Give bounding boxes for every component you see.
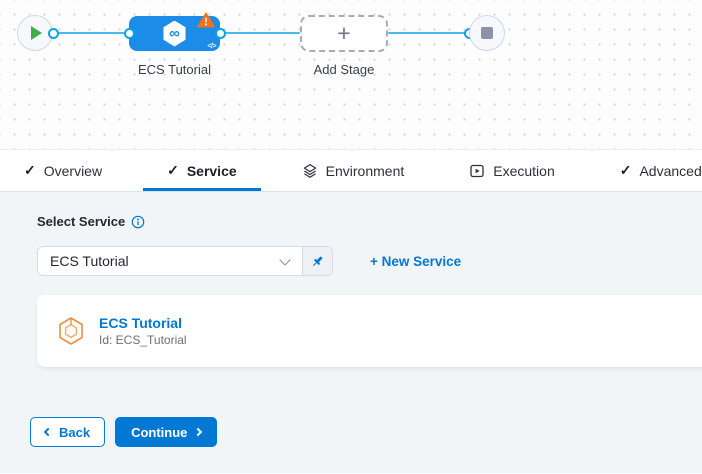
cd-hexagon-icon: ∞	[163, 20, 186, 47]
code-icon: </>	[207, 43, 216, 50]
check-icon: ✓	[24, 162, 36, 178]
service-card-title: ECS Tutorial	[99, 314, 182, 331]
pipeline-edge	[220, 31, 300, 34]
add-stage-label: Add Stage	[313, 62, 375, 77]
tab-overview[interactable]: ✓ Overview	[24, 162, 103, 179]
stop-icon	[481, 27, 493, 39]
chevron-down-icon	[279, 253, 291, 266]
warning-icon	[197, 12, 215, 28]
node-port	[47, 27, 59, 39]
play-square-icon	[470, 164, 484, 177]
check-icon: ✓	[619, 162, 632, 178]
pipeline-edge	[388, 31, 466, 34]
layers-diamond-icon	[303, 163, 316, 178]
service-card[interactable]: ECS Tutorial Id: ECS_Tutorial	[37, 295, 702, 367]
add-stage-button[interactable]: +	[300, 15, 388, 52]
pipeline-start-node	[17, 15, 53, 51]
service-select: ECS Tutorial	[37, 246, 333, 276]
chevron-left-icon	[43, 427, 53, 437]
back-button[interactable]: Back	[30, 417, 106, 447]
stage-tabbar: ✓ Overview ✓ Service Environment Executi…	[0, 150, 702, 192]
tab-execution[interactable]: Execution	[445, 150, 578, 191]
info-icon[interactable]	[131, 215, 145, 229]
play-icon	[31, 26, 42, 40]
continue-button[interactable]: Continue	[115, 417, 218, 447]
footer-actions: Back Continue	[30, 417, 218, 447]
service-select-value: ECS Tutorial	[50, 253, 129, 269]
pin-icon	[313, 256, 323, 266]
node-port	[214, 27, 226, 39]
check-icon: ✓	[167, 162, 179, 178]
service-hexagon-icon	[59, 317, 83, 345]
pin-button[interactable]	[302, 247, 332, 275]
tab-advanced[interactable]: ✓ Advanced	[619, 162, 702, 179]
tab-environment[interactable]: Environment	[278, 150, 429, 191]
service-card-id: Id: ECS_Tutorial	[99, 332, 187, 347]
service-tab-panel: Select Service ECS Tutorial	[0, 192, 702, 473]
pipeline-end-node	[469, 15, 505, 51]
chevron-right-icon	[194, 427, 203, 437]
stage-node-label: ECS Tutorial	[138, 62, 211, 77]
tab-service[interactable]: ✓ Service	[143, 150, 261, 191]
select-service-label: Select Service	[37, 214, 145, 229]
service-card-text: ECS Tutorial Id: ECS_Tutorial	[99, 314, 187, 349]
service-select-dropdown[interactable]: ECS Tutorial	[38, 247, 302, 275]
node-port	[123, 27, 135, 39]
select-service-row: ECS Tutorial + New Service	[37, 246, 461, 276]
pipeline-edge	[53, 31, 129, 34]
stage-node-ecs-tutorial[interactable]: ∞ </>	[129, 12, 220, 51]
new-service-button[interactable]: + New Service	[370, 253, 462, 269]
pipeline-canvas: ∞ </> ECS Tutorial + Add Stage	[0, 0, 702, 150]
plus-icon: +	[337, 20, 351, 46]
